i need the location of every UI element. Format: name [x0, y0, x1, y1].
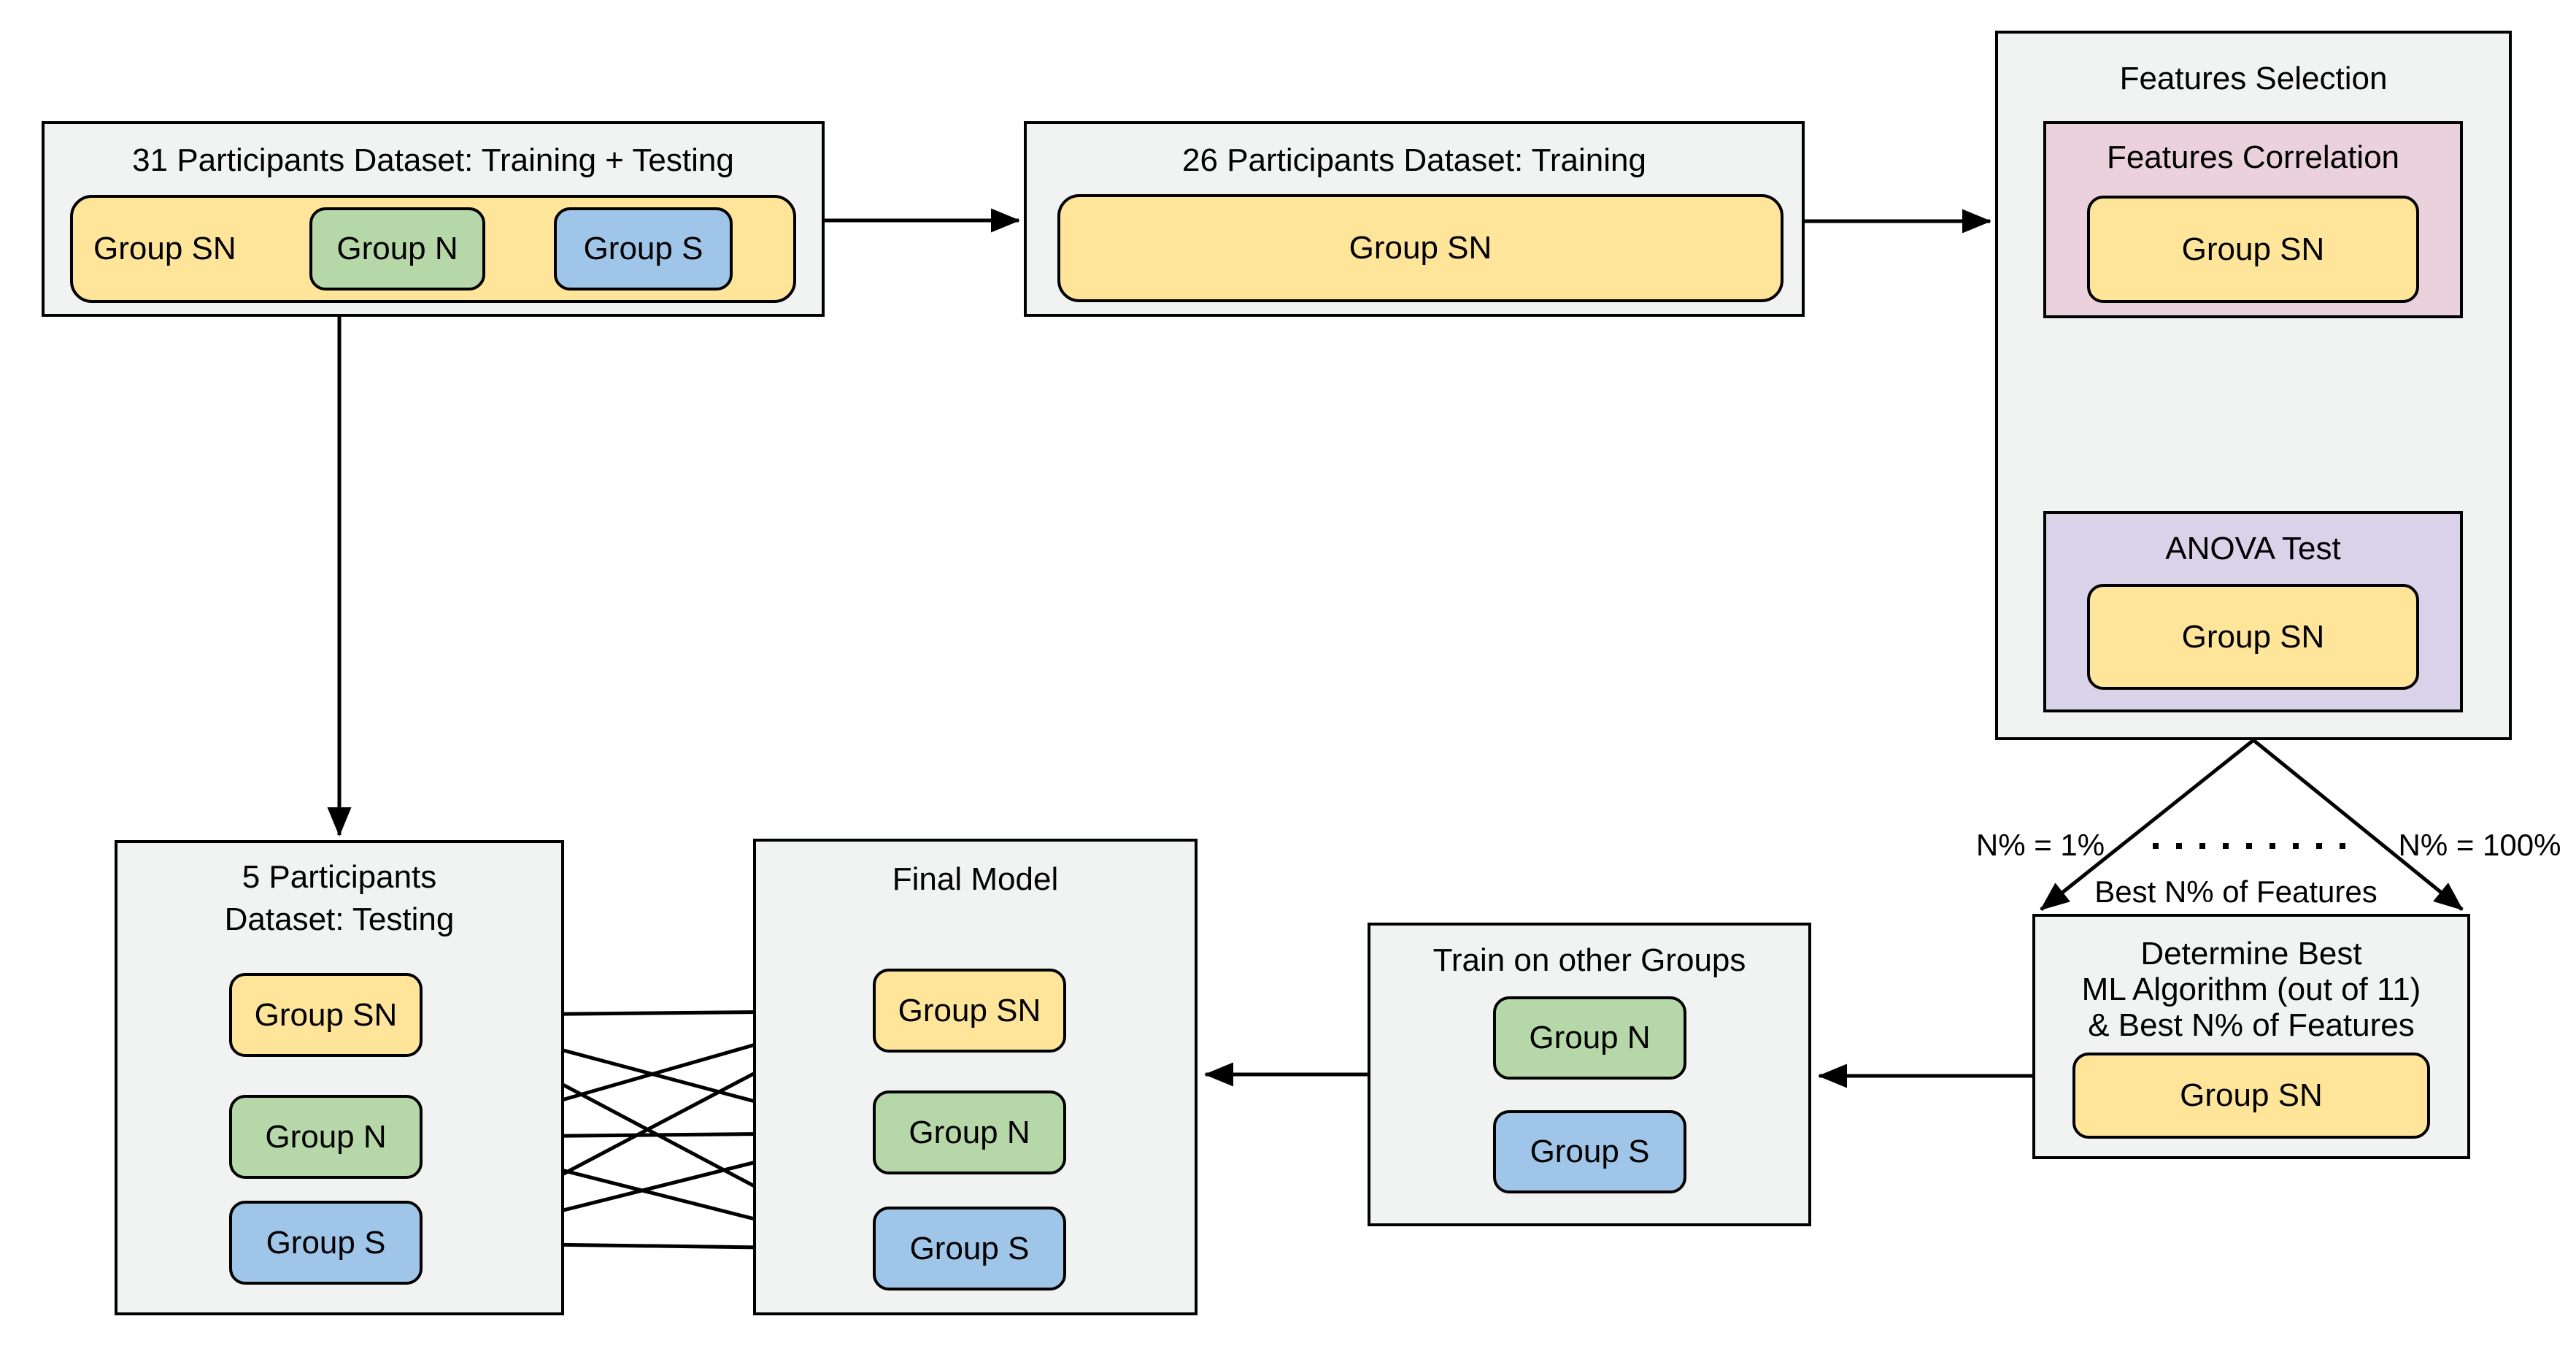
box-dataset-26-title: 26 Participants Dataset: Training	[1182, 142, 1646, 178]
group-s-chip: Group S	[554, 207, 733, 291]
box-testing-5: 5 Participants Dataset: Testing Group SN…	[115, 840, 564, 1315]
group-sn-label: Group SN	[1349, 230, 1492, 266]
group-s-chip: Group S	[229, 1201, 423, 1285]
group-sn-chip: Group SN	[229, 973, 423, 1057]
split-label-right: N% = 100%	[2398, 828, 2561, 862]
testing-5-title-line1: 5 Participants	[242, 859, 437, 895]
box-train-other-groups: Train on other Groups Group N Group S	[1368, 923, 1811, 1226]
split-label-center: Best N% of Features	[2094, 874, 2378, 909]
features-correlation-title: Features Correlation	[2106, 139, 2400, 175]
split-label-left: N% = 1%	[1975, 828, 2105, 862]
anova-test-title: ANOVA Test	[2165, 531, 2341, 566]
group-sn-container-31: Group SN Group N Group S	[70, 195, 796, 303]
group-n-chip: Group N	[229, 1095, 423, 1179]
box-dataset-26: 26 Participants Dataset: Training Group …	[1024, 121, 1805, 317]
group-n-chip: Group N	[1493, 996, 1686, 1080]
group-sn-label: Group SN	[93, 231, 236, 266]
final-model-title: Final Model	[892, 861, 1059, 897]
determine-best-title: Determine Best ML Algorithm (out of 11) …	[2035, 936, 2467, 1043]
testing-5-title: 5 Participants Dataset: Testing	[117, 856, 561, 941]
train-other-groups-title: Train on other Groups	[1432, 942, 1746, 978]
determine-best-title-line3: & Best N% of Features	[2088, 1007, 2415, 1043]
box-final-model: Final Model Group SN Group N Group S	[753, 839, 1198, 1315]
box-anova-test: ANOVA Test Group SN	[2043, 511, 2463, 712]
group-s-chip: Group S	[1493, 1110, 1686, 1193]
determine-best-title-line2: ML Algorithm (out of 11)	[2081, 972, 2421, 1007]
group-sn-container-26: Group SN	[1057, 194, 1783, 302]
group-sn-chip: Group SN	[2072, 1053, 2430, 1139]
box-features-selection: Features Selection Features Correlation …	[1995, 31, 2512, 740]
box-features-correlation: Features Correlation Group SN	[2043, 121, 2463, 318]
determine-best-title-line1: Determine Best	[2140, 936, 2362, 972]
features-selection-title: Features Selection	[2119, 61, 2388, 96]
box-determine-best: Determine Best ML Algorithm (out of 11) …	[2032, 914, 2470, 1159]
group-s-chip: Group S	[873, 1207, 1066, 1290]
box-dataset-31: 31 Participants Dataset: Training + Test…	[42, 121, 825, 317]
box-dataset-31-title: 31 Participants Dataset: Training + Test…	[132, 142, 734, 178]
group-n-chip: Group N	[309, 207, 485, 291]
group-sn-chip: Group SN	[2087, 196, 2419, 303]
group-n-chip: Group N	[873, 1090, 1066, 1174]
testing-5-title-line2: Dataset: Testing	[224, 901, 455, 937]
group-sn-chip: Group SN	[873, 969, 1066, 1053]
group-sn-chip: Group SN	[2087, 584, 2419, 690]
